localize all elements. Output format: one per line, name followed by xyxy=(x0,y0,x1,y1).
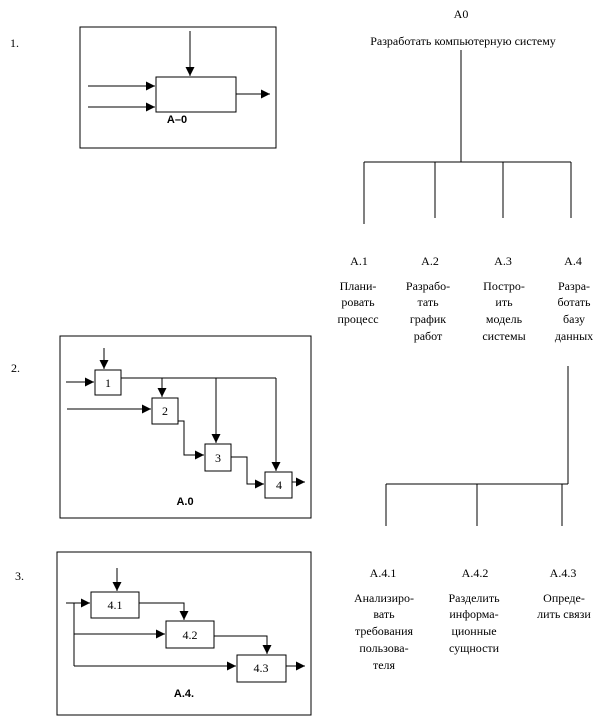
tree-node-text: теля xyxy=(373,658,396,672)
tree-root-title: Разработать компьютерную систему xyxy=(370,34,556,48)
tree-node-text: Разра- xyxy=(558,279,590,293)
tree-node-code: A.4.2 xyxy=(462,566,489,580)
function-box-1 xyxy=(94,369,122,396)
tree-node-text: данных xyxy=(555,329,593,343)
tree-node-text: процесс xyxy=(337,312,378,326)
context-diagram-frame xyxy=(79,26,277,149)
tree-node-text: тать xyxy=(417,295,439,309)
section-number-2: 2. xyxy=(11,361,20,375)
function-box-4-3-label: 4.3 xyxy=(254,661,269,675)
section-number-3: 3. xyxy=(15,569,24,583)
function-box-4 xyxy=(264,471,293,499)
function-box-4-3 xyxy=(236,654,287,683)
function-box-2 xyxy=(151,397,179,425)
tree-node-code: A.4 xyxy=(564,254,582,268)
tree-node-text: лить связи xyxy=(537,607,591,621)
link-arrow-4-1-to-4-2 xyxy=(139,602,189,620)
tree-node-code: A.4.3 xyxy=(550,566,577,580)
tree-node-code: A.2 xyxy=(421,254,439,268)
tree-node-text: пользова- xyxy=(359,641,408,655)
context-box-label: A–0 xyxy=(167,114,187,126)
tree-node-text: информа- xyxy=(449,607,498,621)
function-box-4-2-label: 4.2 xyxy=(183,628,198,642)
tree-node-code: A.3 xyxy=(494,254,512,268)
section-number-1: 1. xyxy=(10,36,19,50)
tree-node-code: A.4.1 xyxy=(370,566,397,580)
diagram-a0-caption: A.0 xyxy=(176,496,193,508)
function-box-4-2 xyxy=(165,620,215,649)
tree-node-text: Постро- xyxy=(483,279,525,293)
tree-node-text: Анализиро- xyxy=(354,591,414,605)
function-box-a0 xyxy=(155,76,237,113)
link-arrow-2-3 xyxy=(178,420,204,460)
tree-node-text: график xyxy=(410,312,446,326)
diagram-a0-frame xyxy=(59,335,312,519)
decomposition-tree-a0: A0 Разработать компьютерную систему A.1 … xyxy=(337,7,593,343)
function-box-2-label: 2 xyxy=(162,404,168,418)
tree-node-text: работ xyxy=(414,329,443,343)
function-box-4-1-label: 4.1 xyxy=(108,598,123,612)
function-box-1-label: 1 xyxy=(105,376,111,390)
decomposition-diagram-a4: 4.1 4.2 4.3 A.4. xyxy=(56,551,312,716)
diagram-a4-frame xyxy=(56,551,312,716)
tree-node-text: модель xyxy=(486,312,523,326)
tree-node-text: базу xyxy=(563,312,585,326)
link-arrow-4-2-to-4-3 xyxy=(214,635,272,654)
tree-root-code: A0 xyxy=(454,7,469,21)
tree-node-text: требования xyxy=(355,624,414,638)
diagram-a4-caption: A.4. xyxy=(174,688,194,700)
tree-node-text: Разделить xyxy=(448,591,500,605)
function-box-4-label: 4 xyxy=(276,478,282,492)
context-diagram: A–0 xyxy=(79,26,277,149)
tree-node-text: ровать xyxy=(341,295,375,309)
tree-node-text: ционные xyxy=(451,624,496,638)
tree-node-text: Разрабо- xyxy=(406,279,450,293)
tree-node-text: системы xyxy=(482,329,525,343)
decomposition-diagram-a0: 1 2 3 4 A.0 xyxy=(59,335,312,519)
tree-node-text: Опреде- xyxy=(543,591,585,605)
tree-node-text: вать xyxy=(373,607,395,621)
link-arrow-3-4 xyxy=(231,456,264,489)
tree-node-text: ить xyxy=(495,295,513,309)
function-box-4-1 xyxy=(90,591,140,619)
decomposition-tree-a4: A.4.1 Анализиро- вать требования пользов… xyxy=(354,366,591,672)
tree-node-code: A.1 xyxy=(350,254,368,268)
tree-node-text: Плани- xyxy=(340,279,377,293)
tree-node-text: ботать xyxy=(557,295,591,309)
tree-node-text: сущности xyxy=(449,641,500,655)
function-box-3-label: 3 xyxy=(215,451,221,465)
